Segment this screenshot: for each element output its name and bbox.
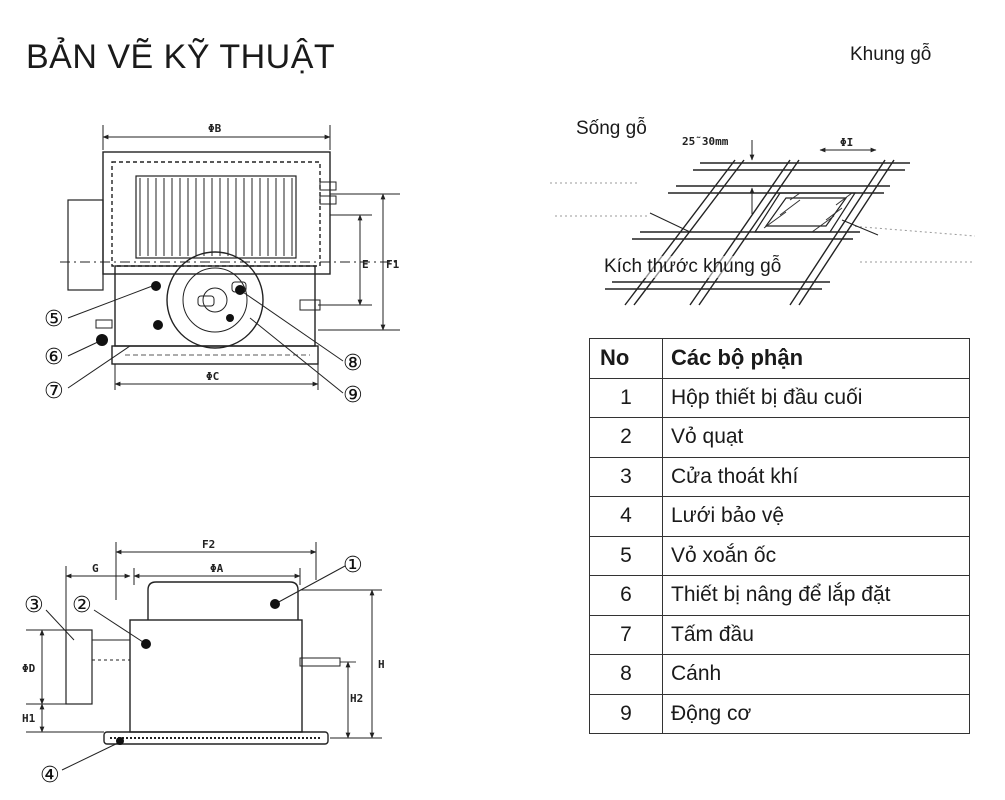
- callout-6: ⑥: [44, 345, 64, 370]
- row-name: Cửa thoát khí: [662, 456, 970, 497]
- row-no: 9: [589, 693, 663, 734]
- dim-f1: F1: [386, 258, 400, 271]
- top-view-dots: [96, 281, 245, 346]
- row-name: Động cơ: [662, 693, 970, 734]
- callout-8: ⑧: [343, 351, 363, 376]
- wood-frame-label: Khung gỗ: [850, 44, 932, 65]
- dim-phi-i: ΦI: [840, 136, 853, 149]
- row-no: 1: [589, 377, 663, 418]
- row-no: 8: [589, 654, 663, 695]
- dim-h: H: [378, 658, 385, 671]
- dim-f2: F2: [202, 538, 215, 551]
- side-view-dots: [116, 599, 280, 745]
- top-callouts: ⑤ ⑥ ⑦ ⑧ ⑨: [44, 307, 363, 408]
- dim-g: G: [92, 562, 99, 575]
- header-no: No: [589, 338, 663, 379]
- callout-2: ②: [72, 593, 92, 618]
- dim-phi-b: ΦB: [208, 122, 222, 135]
- dim-phi-c: ΦC: [206, 370, 219, 383]
- row-name: Vỏ xoắn ốc: [662, 535, 970, 576]
- callout-7: ⑦: [44, 379, 64, 404]
- row-no: 2: [589, 417, 663, 458]
- row-no: 3: [589, 456, 663, 497]
- row-name: Tấm đầu: [662, 614, 970, 655]
- table-header-row: No Các bộ phận: [589, 338, 970, 379]
- wood-frame-diagram: [550, 140, 976, 306]
- top-view: [60, 125, 400, 394]
- page-title: BẢN VẼ KỸ THUẬT: [26, 38, 336, 76]
- hatch: [763, 192, 853, 233]
- side-callouts: ① ② ③ ④: [24, 553, 363, 788]
- row-no: 4: [589, 496, 663, 537]
- row-no: 6: [589, 575, 663, 616]
- callout-1: ①: [343, 553, 363, 578]
- row-name: Lưới bảo vệ: [662, 496, 970, 537]
- row-name: Cánh: [662, 654, 970, 695]
- grille-fins: [139, 178, 293, 256]
- dim-phi-a: ΦA: [210, 562, 224, 575]
- dim-e: E: [362, 258, 369, 271]
- callout-5: ⑤: [44, 307, 64, 332]
- side-view: [26, 542, 382, 771]
- row-name: Vỏ quạt: [662, 417, 970, 458]
- row-no: 7: [589, 614, 663, 655]
- dim-phi-d: ΦD: [22, 662, 36, 675]
- dim-h2: H2: [350, 692, 363, 705]
- dim-gap: 25˜30mm: [682, 135, 729, 148]
- row-name: Hộp thiết bị đầu cuối: [662, 377, 970, 418]
- row-name: Thiết bị nâng để lắp đặt: [662, 575, 970, 616]
- frame-size-label: Kích thước khung gỗ: [604, 256, 782, 278]
- dim-h1: H1: [22, 712, 36, 725]
- row-no: 5: [589, 535, 663, 576]
- callout-3: ③: [24, 593, 44, 618]
- callout-9: ⑨: [343, 383, 363, 408]
- header-parts: Các bộ phận: [662, 338, 970, 379]
- callout-4: ④: [40, 763, 60, 788]
- wood-ridge-label: Sống gỗ: [576, 118, 647, 139]
